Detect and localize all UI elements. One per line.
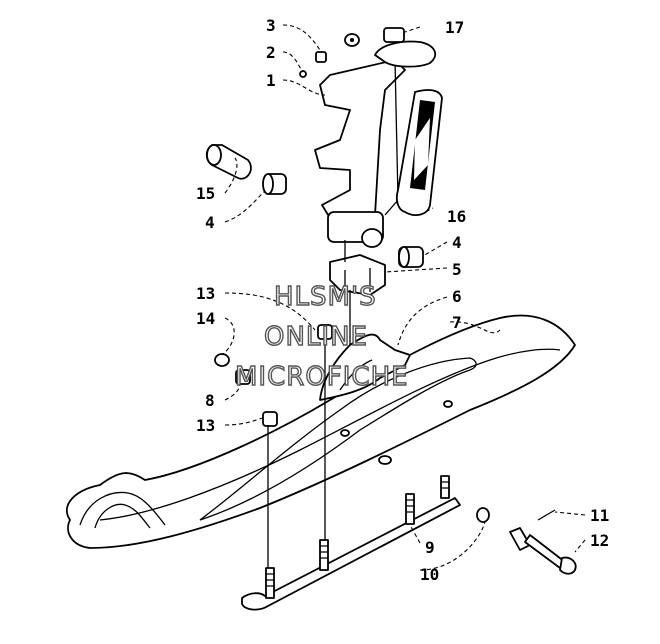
callout-16: 16 bbox=[447, 207, 466, 226]
callout-10: 10 bbox=[420, 565, 439, 584]
callout-6: 6 bbox=[452, 287, 462, 306]
callout-11: 11 bbox=[590, 506, 609, 525]
wear-bar bbox=[241, 475, 461, 611]
bolt-15 bbox=[205, 144, 252, 180]
hardware bbox=[214, 33, 577, 575]
callout-4: 4 bbox=[205, 213, 215, 232]
callout-4b: 4 bbox=[452, 233, 462, 252]
ski bbox=[65, 314, 576, 549]
callout-13: 13 bbox=[196, 284, 215, 303]
watermark-line-1: HLSM'S bbox=[274, 282, 377, 312]
callout-2: 2 bbox=[266, 43, 276, 62]
callout-17: 17 bbox=[445, 18, 464, 37]
watermark-line-2: ONLINE bbox=[264, 322, 368, 352]
callout-12: 12 bbox=[590, 531, 609, 550]
callout-9: 9 bbox=[425, 538, 435, 557]
callout-13b: 13 bbox=[196, 416, 215, 435]
callout-3: 3 bbox=[266, 16, 276, 35]
callout-1: 1 bbox=[266, 71, 276, 90]
callout-14: 14 bbox=[196, 309, 215, 328]
callout-labels: 1 2 3 4 4 5 6 7 8 9 10 11 12 13 13 14 15… bbox=[196, 16, 609, 584]
spindle bbox=[314, 59, 406, 248]
callout-7: 7 bbox=[452, 313, 462, 332]
ski-saddle bbox=[329, 254, 386, 296]
ski-mount bbox=[319, 333, 411, 401]
bushing-right bbox=[398, 246, 424, 268]
callout-15: 15 bbox=[196, 184, 215, 203]
callout-8: 8 bbox=[205, 391, 215, 410]
watermark: HLSM'S ONLINE MICROFICHE bbox=[234, 281, 409, 392]
spindle-cap bbox=[374, 27, 437, 68]
bushing-left bbox=[262, 173, 287, 195]
leader-lines bbox=[221, 24, 586, 571]
watermark-line-3: MICROFICHE bbox=[235, 362, 409, 392]
callout-5: 5 bbox=[452, 260, 462, 279]
decal bbox=[395, 89, 443, 216]
